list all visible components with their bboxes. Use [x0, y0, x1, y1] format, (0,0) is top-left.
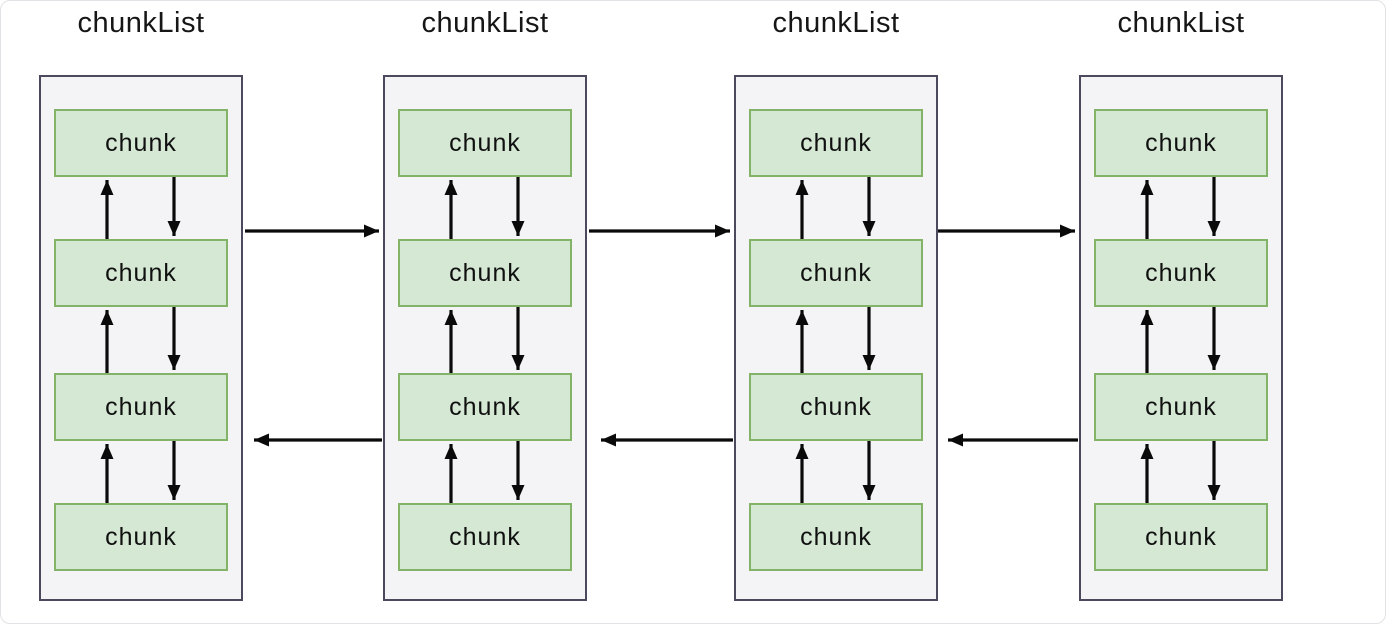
chunk-node: chunk [1094, 239, 1268, 307]
chunk-node: chunk [1094, 503, 1268, 571]
chunk-node: chunk [1094, 109, 1268, 177]
chunk-node: chunk [749, 109, 923, 177]
chunk-node: chunk [749, 503, 923, 571]
chunklist-box: chunk chunk chunk chunk [39, 75, 243, 601]
chunklist-box: chunk chunk chunk chunk [1079, 75, 1283, 601]
chunk-node: chunk [749, 373, 923, 441]
chunk-node: chunk [398, 109, 572, 177]
chunklist-title: chunkList [772, 7, 900, 39]
chunk-node: chunk [1094, 373, 1268, 441]
chunklist-title: chunkList [421, 7, 549, 39]
chunk-node: chunk [749, 239, 923, 307]
chunk-node: chunk [54, 503, 228, 571]
chunklist-title: chunkList [77, 7, 205, 39]
chunklist-title: chunkList [1117, 7, 1245, 39]
chunk-node: chunk [54, 109, 228, 177]
chunk-node: chunk [54, 239, 228, 307]
chunk-node: chunk [398, 373, 572, 441]
chunk-node: chunk [54, 373, 228, 441]
chunklist-box: chunk chunk chunk chunk [734, 75, 938, 601]
chunk-node: chunk [398, 239, 572, 307]
chunklist-box: chunk chunk chunk chunk [383, 75, 587, 601]
chunk-node: chunk [398, 503, 572, 571]
